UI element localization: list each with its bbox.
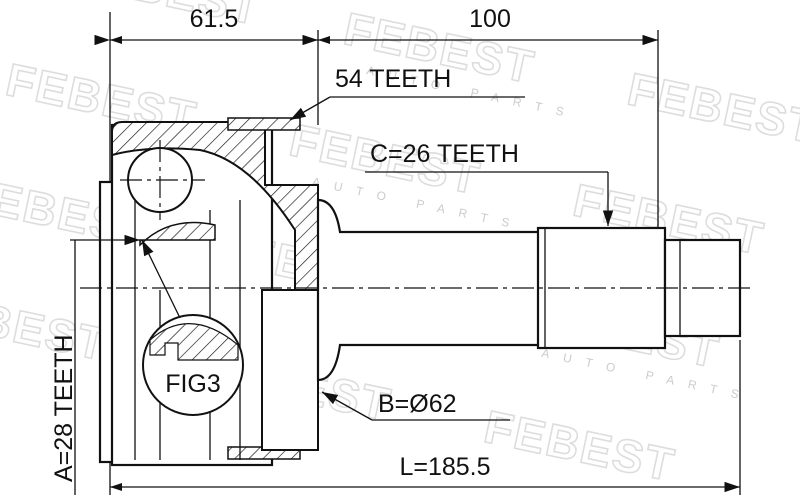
dimension-inner-teeth: A=28 TEETH bbox=[50, 234, 140, 495]
svg-text:FIG3: FIG3 bbox=[165, 370, 221, 398]
svg-text:FEBEST: FEBEST bbox=[480, 400, 680, 491]
svg-text:L=185.5: L=185.5 bbox=[399, 453, 490, 481]
dimension-shaft: 100 bbox=[318, 5, 658, 46]
dimension-housing: 61.5 bbox=[94, 5, 318, 46]
callout-seal-diameter: B=Ø62 bbox=[321, 390, 510, 421]
dimension-total-length: L=185.5 bbox=[110, 453, 740, 493]
svg-text:B=Ø62: B=Ø62 bbox=[378, 390, 457, 418]
fig3-detail: FIG3 bbox=[141, 239, 244, 416]
svg-text:100: 100 bbox=[469, 5, 511, 33]
svg-text:C=26 TEETH: C=26 TEETH bbox=[370, 140, 519, 168]
svg-text:A=28 TEETH: A=28 TEETH bbox=[50, 334, 78, 482]
svg-text:54 TEETH: 54 TEETH bbox=[335, 65, 451, 93]
svg-text:61.5: 61.5 bbox=[190, 5, 239, 33]
svg-text:FEBEST: FEBEST bbox=[623, 63, 800, 154]
callout-shaft-teeth: C=26 TEETH bbox=[365, 140, 614, 226]
callout-outer-teeth: 54 TEETH bbox=[289, 65, 525, 121]
